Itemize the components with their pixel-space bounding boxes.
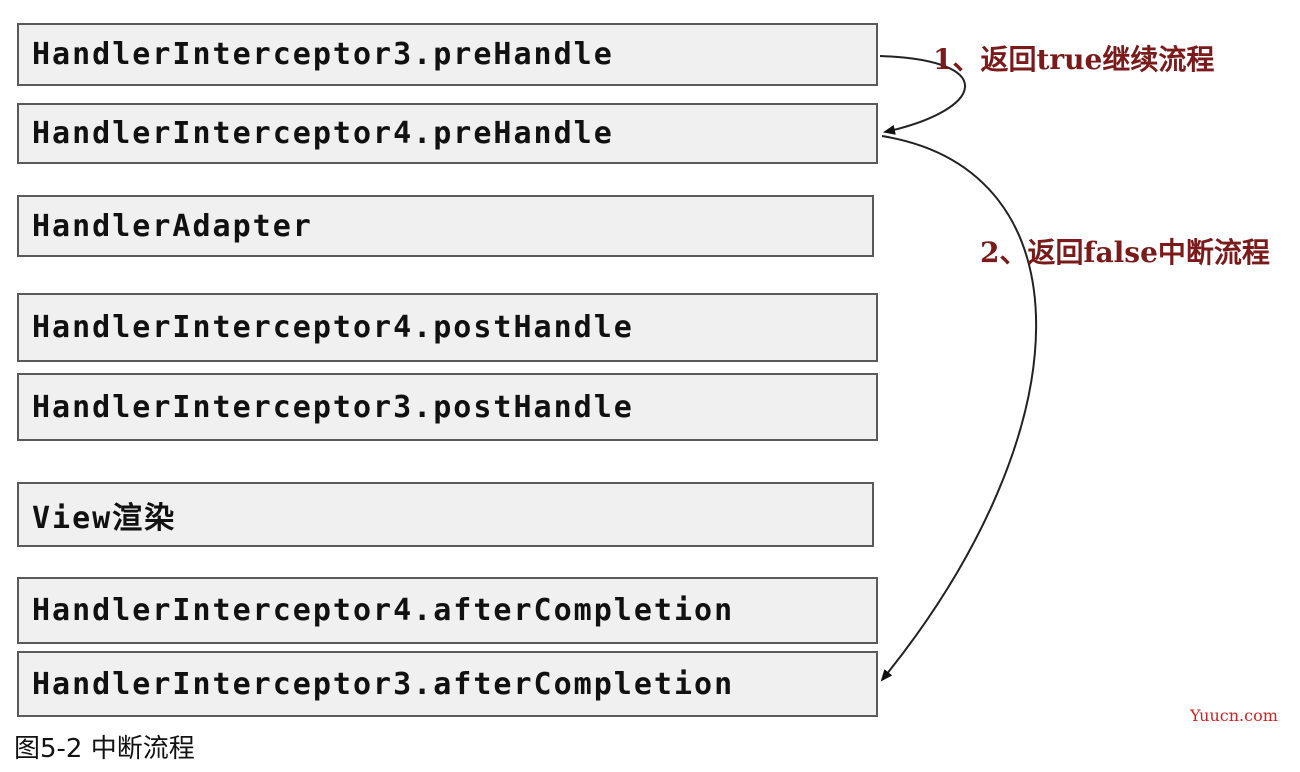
box-interceptor4-posthandle: HandlerInterceptor4.postHandle — [17, 293, 878, 362]
box-interceptor3-aftercompletion: HandlerInterceptor3.afterCompletion — [17, 651, 878, 717]
box-interceptor3-prehandle: HandlerInterceptor3.preHandle — [17, 23, 878, 86]
arrow-return-false — [880, 135, 1038, 682]
box-handler-adapter: HandlerAdapter — [17, 195, 874, 257]
arrow-return-true — [879, 55, 966, 135]
box-interceptor4-prehandle: HandlerInterceptor4.preHandle — [17, 103, 878, 164]
figure-caption: 图5-2 中断流程 — [14, 734, 195, 764]
box-interceptor3-posthandle: HandlerInterceptor3.postHandle — [17, 373, 878, 441]
box-interceptor4-aftercompletion: HandlerInterceptor4.afterCompletion — [17, 577, 878, 644]
box-view-render: View渲染 — [17, 482, 874, 547]
watermark: Yuucn.com — [1190, 706, 1278, 725]
annotation-return-false: 2、返回false中断流程 — [980, 236, 1270, 269]
annotation-return-true: 1、返回true继续流程 — [933, 43, 1215, 76]
